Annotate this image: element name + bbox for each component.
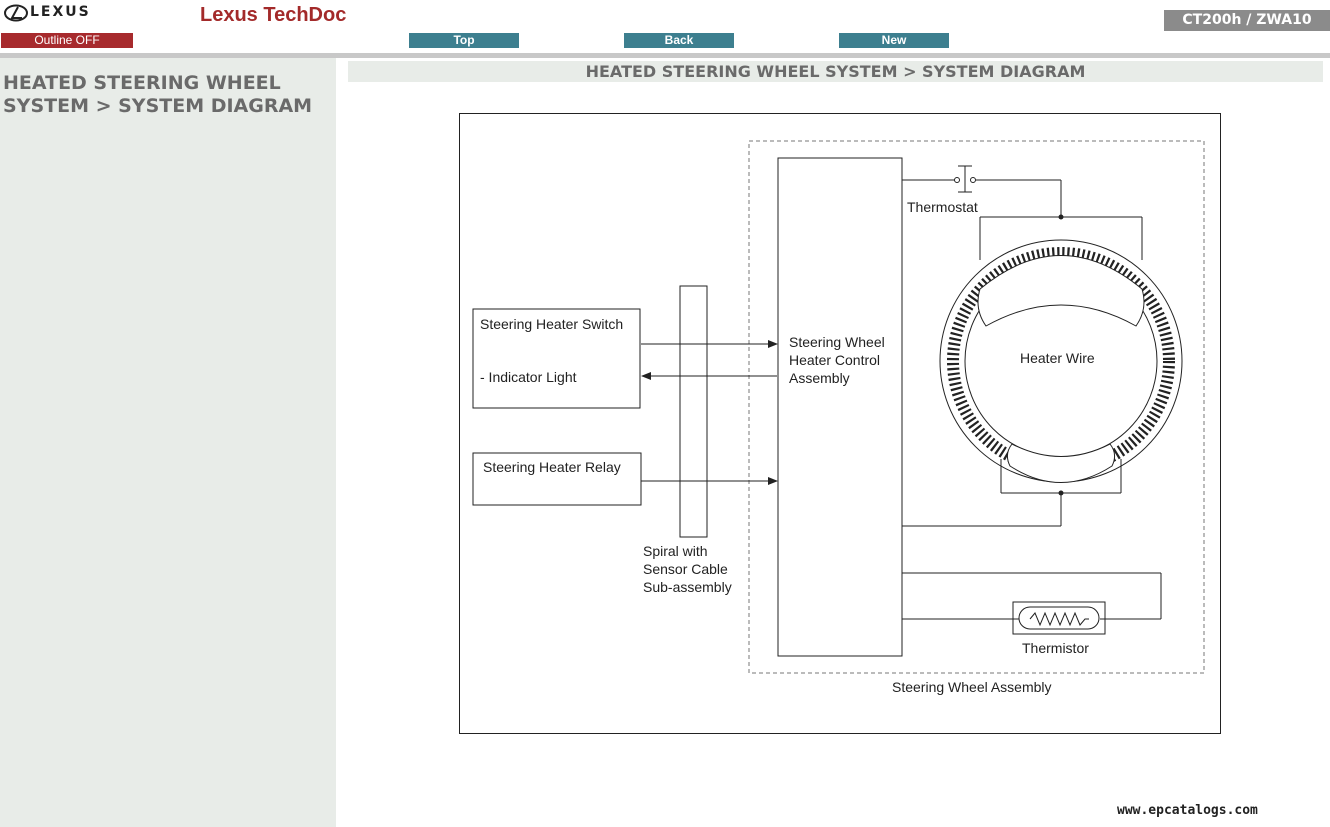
heater-wire-label: Heater Wire (1020, 350, 1095, 366)
system-diagram-svg: Steering Wheel Assembly Steering Heater … (472, 140, 1205, 695)
thermistor-circuit (902, 572, 1162, 620)
spiral-cable-bar (679, 285, 708, 538)
header-divider (0, 53, 1330, 58)
heater-control-assembly-label: Steering Wheel Heater Control Assembly (789, 334, 889, 386)
heater-control-assembly-box (777, 157, 903, 657)
steering-heater-switch-label: Steering Heater Switch (480, 316, 623, 332)
system-diagram: Steering Wheel Assembly Steering Heater … (459, 113, 1221, 734)
new-button[interactable]: New (839, 33, 949, 48)
steering-heater-switch-box (472, 308, 641, 409)
indicator-light-label: - Indicator Light (480, 369, 577, 385)
lexus-logo-icon (4, 4, 28, 22)
thermostat-symbol (902, 165, 1062, 217)
steering-wheel-assembly-label: Steering Wheel Assembly (892, 679, 1052, 695)
app-title: Lexus TechDoc (200, 4, 347, 26)
steering-wheel-assembly-boundary (748, 140, 1205, 674)
page-title: HEATED STEERING WHEEL SYSTEM > SYSTEM DI… (348, 61, 1323, 82)
back-button[interactable]: Back (624, 33, 734, 48)
watermark: www.epcatalogs.com (1117, 803, 1258, 818)
steering-heater-relay-label: Steering Heater Relay (483, 459, 621, 475)
thermistor-symbol (1012, 601, 1106, 635)
header: LEXUS Lexus TechDoc CT200h / ZWA10 Outli… (0, 0, 1330, 58)
heater-wire-wheel (939, 239, 1183, 483)
spiral-cable-label: Spiral with Sensor Cable Sub-assembly (643, 543, 732, 595)
outline-toggle-button[interactable]: Outline OFF (1, 33, 133, 48)
logo-text: LEXUS (30, 4, 91, 20)
model-badge: CT200h / ZWA10 (1164, 10, 1330, 31)
junction-dot-top (1058, 214, 1064, 220)
top-button[interactable]: Top (409, 33, 519, 48)
steering-heater-relay-box (472, 452, 642, 506)
sidebar: HEATED STEERING WHEEL SYSTEM > SYSTEM DI… (0, 58, 336, 827)
sidebar-title: HEATED STEERING WHEEL SYSTEM > SYSTEM DI… (3, 72, 313, 117)
junction-dot-bottom (1058, 490, 1064, 496)
thermostat-label: Thermostat (907, 199, 978, 215)
thermistor-label: Thermistor (1022, 640, 1089, 656)
